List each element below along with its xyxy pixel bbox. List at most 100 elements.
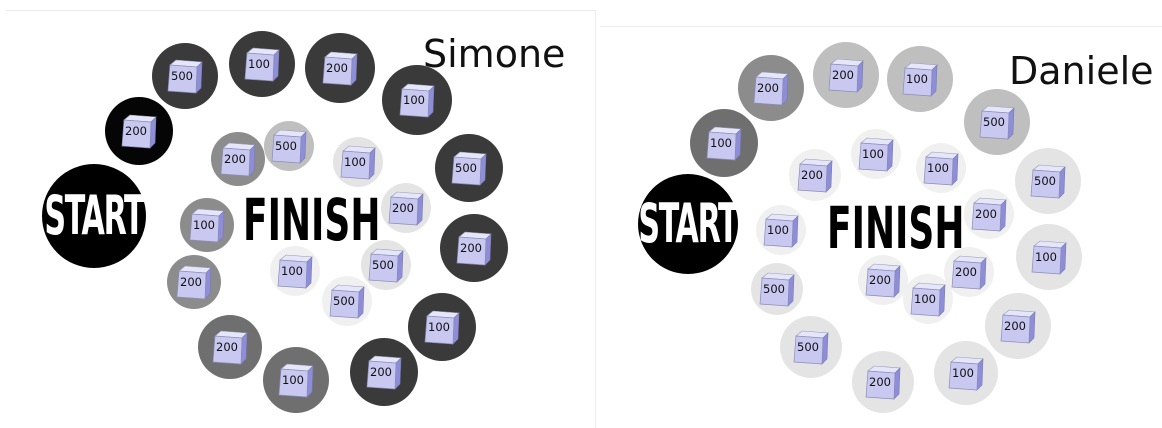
space-value: 500 bbox=[797, 340, 819, 354]
board-space[interactable]: 100 bbox=[229, 31, 295, 97]
point-cube: 200 bbox=[219, 140, 257, 178]
point-cube: 500 bbox=[758, 270, 796, 308]
finish-label: FINISH bbox=[827, 194, 965, 262]
space-value: 200 bbox=[180, 275, 202, 289]
space-value: 100 bbox=[952, 366, 974, 380]
cube-icon bbox=[858, 137, 894, 172]
point-cube: 200 bbox=[120, 112, 158, 150]
point-cube: 200 bbox=[321, 49, 359, 87]
point-cube: 200 bbox=[752, 69, 790, 107]
board-space[interactable]: 200 bbox=[350, 338, 418, 406]
space-value: 100 bbox=[862, 147, 884, 161]
cube-icon bbox=[797, 158, 833, 193]
space-value: 100 bbox=[403, 93, 425, 107]
point-cube: 200 bbox=[211, 328, 249, 366]
cube-icon bbox=[340, 145, 376, 180]
start-space[interactable]: START bbox=[42, 164, 146, 268]
board-space[interactable]: 100 bbox=[180, 198, 234, 252]
space-value: 200 bbox=[832, 68, 854, 82]
space-value: 200 bbox=[975, 207, 997, 221]
board-space[interactable]: 200 bbox=[738, 55, 804, 121]
point-cube: 100 bbox=[909, 280, 947, 318]
point-cube: 500 bbox=[166, 57, 204, 95]
board-space[interactable]: 100 bbox=[916, 143, 966, 193]
space-value: 500 bbox=[983, 115, 1005, 129]
board-space[interactable]: 100 bbox=[934, 341, 998, 405]
cube-icon bbox=[923, 151, 959, 186]
cube-icon bbox=[278, 363, 314, 398]
board-space[interactable]: 500 bbox=[1015, 148, 1081, 214]
cube-icon bbox=[189, 208, 225, 243]
board-space[interactable]: 200 bbox=[381, 183, 431, 233]
board-space[interactable]: 200 bbox=[198, 315, 262, 379]
board-space[interactable]: 200 bbox=[944, 247, 994, 297]
board-space[interactable]: 200 bbox=[211, 132, 265, 186]
space-value: 100 bbox=[428, 320, 450, 334]
point-cube: 100 bbox=[947, 354, 985, 392]
point-cube: 500 bbox=[328, 282, 366, 320]
board-space[interactable]: 200 bbox=[789, 149, 841, 201]
board-space[interactable]: 100 bbox=[851, 129, 901, 179]
space-value: 100 bbox=[193, 218, 215, 232]
space-value: 100 bbox=[344, 155, 366, 169]
board-space[interactable]: 200 bbox=[167, 255, 221, 309]
cube-icon bbox=[763, 213, 799, 248]
point-cube: 500 bbox=[270, 127, 308, 165]
board-space[interactable]: 200 bbox=[964, 189, 1014, 239]
board-space[interactable]: 500 bbox=[322, 276, 372, 326]
board-space[interactable]: 500 bbox=[264, 121, 314, 171]
player-name: Simone bbox=[423, 32, 566, 76]
point-cube: 100 bbox=[277, 361, 315, 399]
start-space[interactable]: START bbox=[638, 174, 739, 274]
cube-icon bbox=[424, 310, 460, 345]
board-space[interactable]: 200 bbox=[858, 255, 908, 305]
point-cube: 100 bbox=[922, 149, 960, 187]
cube-icon bbox=[1030, 164, 1066, 199]
cube-icon bbox=[451, 151, 487, 186]
point-cube: 100 bbox=[243, 45, 281, 83]
cube-icon bbox=[759, 272, 795, 307]
board-space[interactable]: 200 bbox=[305, 33, 375, 103]
board-space[interactable]: 100 bbox=[263, 347, 329, 413]
board-space[interactable]: 100 bbox=[408, 293, 476, 361]
point-cube: 100 bbox=[398, 81, 436, 119]
point-cube: 500 bbox=[1029, 162, 1067, 200]
board-space[interactable]: 500 bbox=[435, 134, 503, 202]
start-label: START bbox=[44, 184, 144, 247]
board-space[interactable]: 200 bbox=[985, 293, 1051, 359]
board-space[interactable]: 500 bbox=[751, 263, 803, 315]
board-space[interactable]: 100 bbox=[903, 274, 953, 324]
space-value: 200 bbox=[216, 340, 238, 354]
board-space[interactable]: 100 bbox=[690, 109, 758, 177]
board-space[interactable]: 500 bbox=[361, 240, 411, 290]
board-space[interactable]: 500 bbox=[780, 316, 842, 378]
cube-icon bbox=[456, 231, 492, 266]
cube-icon bbox=[910, 282, 946, 317]
board-space[interactable]: 100 bbox=[382, 65, 452, 135]
space-value: 500 bbox=[1034, 174, 1056, 188]
space-value: 500 bbox=[372, 258, 394, 272]
board-space[interactable]: 500 bbox=[152, 43, 218, 109]
board-space[interactable]: 100 bbox=[1016, 224, 1082, 290]
board-space[interactable]: 100 bbox=[756, 205, 806, 255]
board-space[interactable]: 500 bbox=[964, 89, 1030, 155]
board-space[interactable]: 100 bbox=[333, 137, 383, 187]
board-space[interactable]: 200 bbox=[813, 42, 879, 108]
cube-icon bbox=[220, 142, 256, 177]
space-value: 200 bbox=[326, 61, 348, 75]
point-cube: 200 bbox=[950, 253, 988, 291]
board-space[interactable]: 100 bbox=[270, 246, 320, 296]
cube-icon bbox=[793, 330, 829, 365]
point-cube: 500 bbox=[367, 246, 405, 284]
space-value: 100 bbox=[248, 57, 270, 71]
cube-icon bbox=[399, 83, 435, 118]
cube-icon bbox=[212, 330, 248, 365]
board-space[interactable]: 200 bbox=[852, 351, 914, 413]
board-space[interactable]: 200 bbox=[440, 214, 508, 282]
space-value: 500 bbox=[333, 294, 355, 308]
board-space[interactable]: 100 bbox=[887, 46, 953, 112]
board-space[interactable]: 200 bbox=[105, 97, 173, 165]
space-value: 200 bbox=[869, 375, 891, 389]
